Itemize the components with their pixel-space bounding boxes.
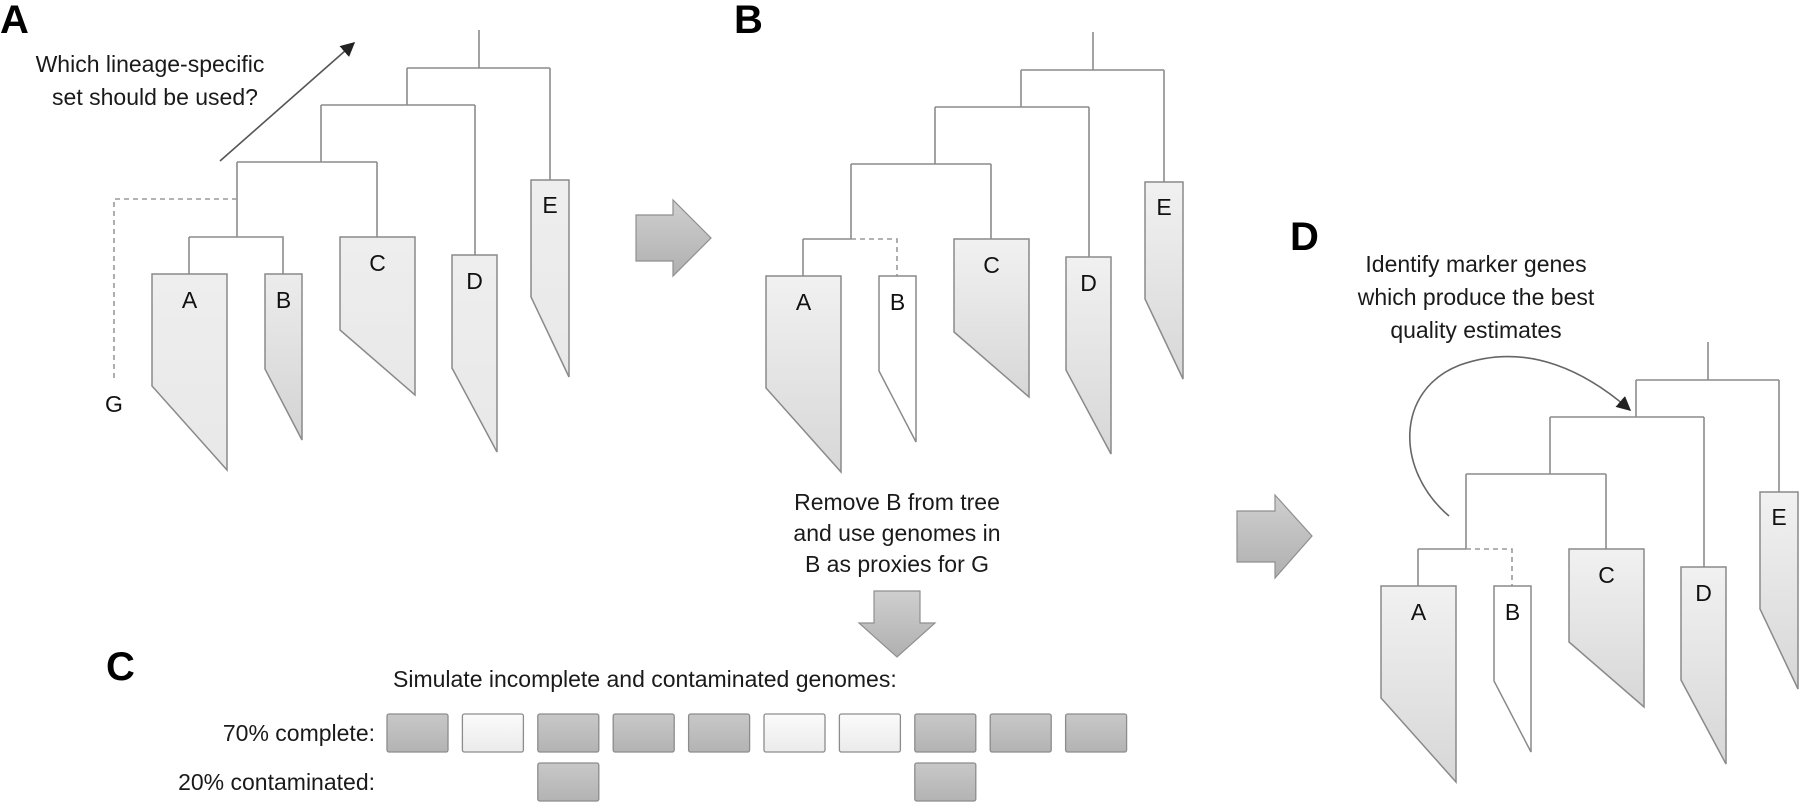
remove-caption-line-3: B as proxies for G [805,551,989,577]
clade-d [1680,566,1727,765]
identify-caption-line-2: which produce the best [1357,284,1595,310]
identify-caption-line-1: Identify marker genes [1365,251,1586,277]
complete-gene-block-present [1064,713,1128,753]
complete-gene-block-missing [838,713,902,753]
removed-branch-dashed [1466,548,1513,586]
tree-a: A B C D E [151,30,570,472]
clade-label-b: B [1505,599,1520,625]
clade-label-e: E [1156,194,1171,220]
panel-letter-b: B [734,0,763,42]
clade-b [264,273,303,441]
down-arrow-icon [857,590,937,658]
complete-gene-block-present [687,713,751,753]
complete-gene-block-present [386,713,449,753]
tree-branch [237,236,284,274]
clade-a [151,273,228,472]
clade-c [1568,548,1645,709]
panel-d: D Identify marker genes which produce th… [1290,215,1799,784]
contaminated-gene-block-present [914,762,977,802]
clade-label-e: E [542,192,557,218]
tree-b: A B C D E [765,32,1184,474]
clade-d [451,254,498,453]
panel-a: A Which lineage-specific set should be u… [0,0,570,472]
panel-letter-c: C [106,645,135,689]
complete-gene-block-present [612,713,675,753]
clade-label-d: D [1080,270,1097,296]
clade-a [765,275,842,474]
clade-e [1144,181,1184,380]
clade-label-e: E [1771,504,1786,530]
panel-c: C Simulate incomplete and contaminated g… [106,645,1128,802]
lineage-arrow-icon [219,42,356,162]
clade-label-a: A [182,287,198,313]
clade-label-b: B [276,287,291,313]
complete-gene-block-present [914,713,977,753]
right-arrow-icon [1236,493,1313,580]
clade-a [1380,585,1457,784]
clade-label-a: A [1411,599,1427,625]
simulate-title: Simulate incomplete and contaminated gen… [393,666,897,692]
clade-label-d: D [1695,580,1712,606]
genome-g-label: G [105,391,123,417]
clade-label-c: C [369,250,386,276]
row-label-contaminated: 20% contaminated: [178,769,375,795]
row-label-complete: 70% complete: [223,720,375,746]
clade-e [530,179,570,378]
clade-c [953,238,1030,399]
remove-caption-line-1: Remove B from tree [794,489,1000,515]
right-arrow-icon [635,198,712,278]
panel-b: B A B C D E Remove B from tree and use genom… [734,0,1184,577]
clade-d [1065,256,1112,455]
complete-gene-block-missing [461,713,525,753]
complete-gene-block-present [537,713,600,753]
question-line-1: Which lineage-specific [36,51,265,77]
complete-gene-block-missing [763,713,826,753]
clade-b [1493,585,1532,753]
complete-gene-block-present [989,713,1052,753]
remove-caption-line-2: and use genomes in [793,520,1000,546]
clade-e [1759,491,1799,690]
panel-letter-a: A [0,0,29,42]
clade-label-c: C [1598,562,1615,588]
tree-d: A B C D E [1380,342,1799,784]
clade-c [339,236,416,397]
clade-label-a: A [796,289,812,315]
clade-b [878,275,917,443]
removed-branch-dashed [851,238,898,276]
genome-g-placement-dashed [113,198,237,382]
clade-label-d: D [466,268,483,294]
contaminated-gene-block-present [537,762,600,802]
clade-label-c: C [983,252,1000,278]
panel-letter-d: D [1290,215,1319,259]
identify-caption-line-3: quality estimates [1390,317,1561,343]
question-line-2: set should be used? [52,84,258,110]
clade-label-b: B [890,289,905,315]
genome-grid [386,713,1128,802]
curved-arrow-icon [1408,355,1632,517]
